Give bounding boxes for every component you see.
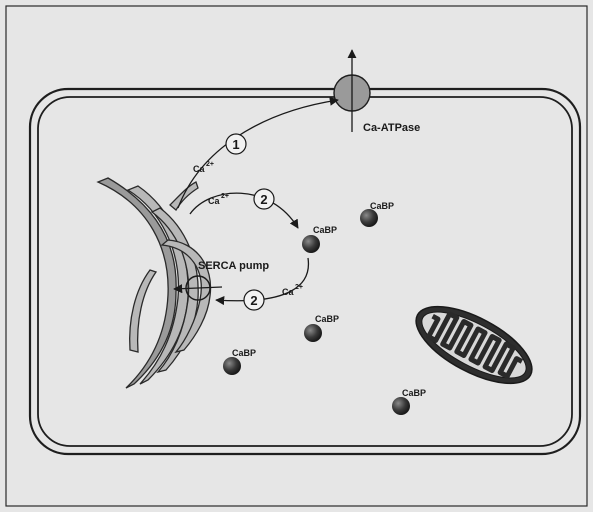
serca-pump-label: SERCA pump: [198, 260, 269, 272]
pathway-2-upper-arrow: [190, 193, 298, 228]
ca-atpase-label: Ca-ATPase: [363, 122, 420, 134]
ca-charge-label-3: 2+: [295, 284, 303, 291]
ca-ion-label-3: Ca: [282, 287, 294, 297]
svg-text:CaBP: CaBP: [232, 348, 256, 358]
cell-membrane-outer: [30, 89, 580, 454]
cell-membrane-inner: [38, 97, 572, 446]
step-1-label: 1: [232, 137, 239, 152]
step-2-lower-label: 2: [250, 293, 257, 308]
svg-text:CaBP: CaBP: [313, 225, 337, 235]
svg-text:CaBP: CaBP: [370, 201, 394, 211]
cabp-5: CaBP: [392, 388, 426, 415]
ca-charge-label-2: 2+: [221, 193, 229, 200]
ca-charge-label-1: 2+: [206, 161, 214, 168]
mitochondrion: [405, 291, 543, 399]
ca-ion-label-2: Ca: [208, 196, 220, 206]
cabp-3: CaBP: [304, 314, 339, 342]
svg-text:CaBP: CaBP: [315, 314, 339, 324]
svg-text:CaBP: CaBP: [402, 388, 426, 398]
cabp-4: CaBP: [223, 348, 256, 375]
cabp-2: CaBP: [360, 201, 394, 227]
figure-frame: [6, 6, 587, 506]
cabp-1: CaBP: [302, 225, 337, 253]
ca-ion-label-1: Ca: [193, 164, 205, 174]
step-2-upper-label: 2: [260, 192, 267, 207]
